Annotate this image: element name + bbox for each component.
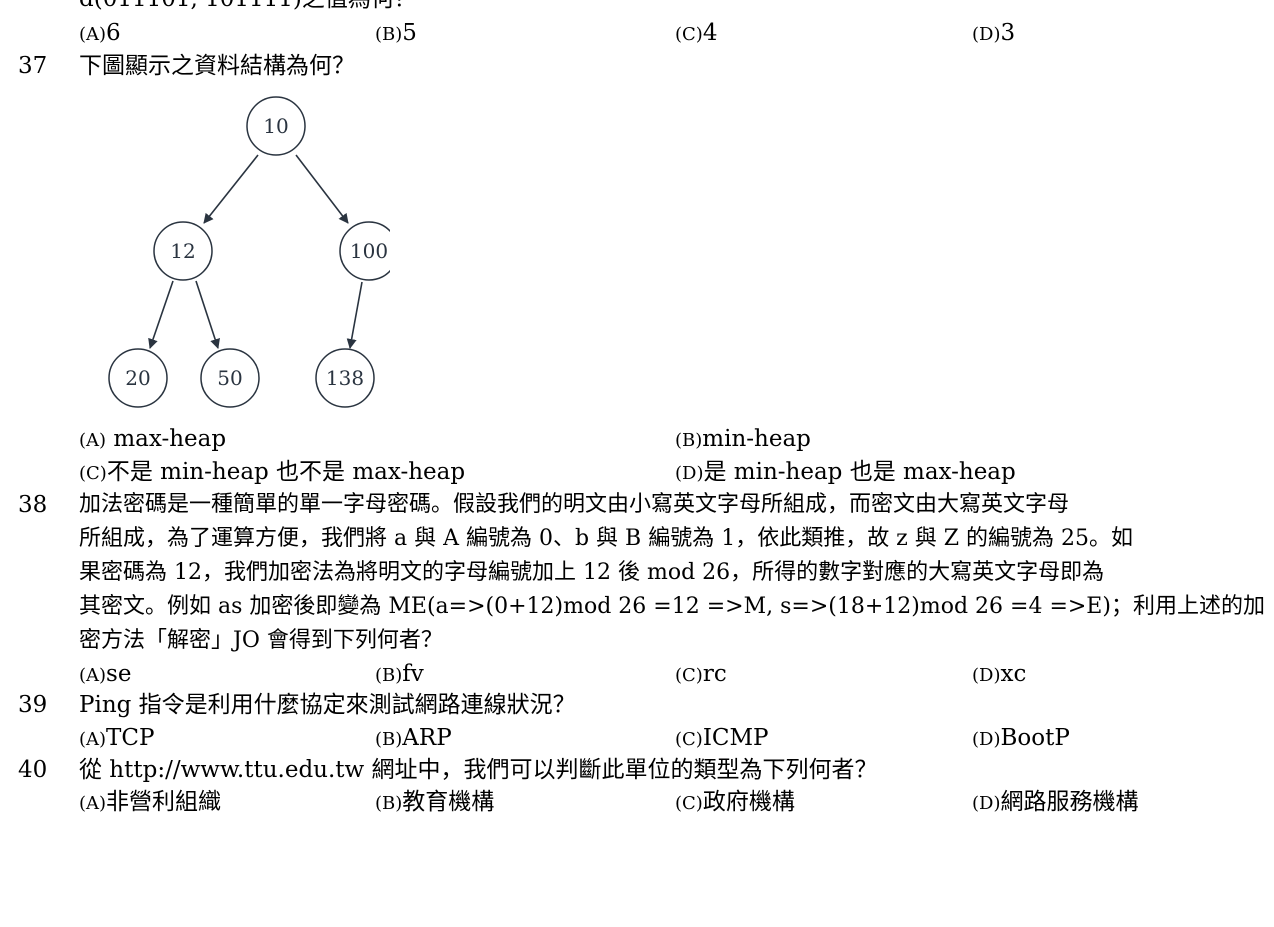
question-38-option-a[interactable]: (A)se <box>79 661 132 687</box>
node-label-left-left: 20 <box>125 366 150 390</box>
question-40-stem: 從 http://www.ttu.edu.tw 網址中，我們可以判斷此單位的類型… <box>79 757 878 783</box>
node-label-right-left: 138 <box>326 366 364 390</box>
question-39-option-d[interactable]: (D)BootP <box>972 725 1070 751</box>
question-40-option-b[interactable]: (B)教育機構 <box>375 789 495 815</box>
node-circle-left-right <box>200 348 260 408</box>
node-label-left: 12 <box>170 239 195 263</box>
question-37-stem: 下圖顯示之資料結構為何？ <box>79 53 355 79</box>
question-40-number: 40 <box>18 757 48 783</box>
edge-left-leftright <box>195 280 220 349</box>
question-39-stem: Ping 指令是利用什麼協定來測試網路連線狀況？ <box>79 692 576 718</box>
node-circle-right-left <box>315 348 375 408</box>
question-39-option-b[interactable]: (B)ARP <box>375 725 452 751</box>
question-36-option-d[interactable]: (D)3 <box>972 20 1016 46</box>
question-39-option-c[interactable]: (C)ICMP <box>675 725 769 751</box>
node-circle-right <box>339 221 390 281</box>
edge-right-rightleft <box>346 281 363 349</box>
question-40-option-a[interactable]: (A)非營利組織 <box>79 789 222 815</box>
question-37-option-a[interactable]: (A) max-heap <box>79 426 227 452</box>
question-37-option-c[interactable]: (C)不是 min-heap 也不是 max-heap <box>79 459 466 485</box>
question-39-option-a[interactable]: (A)TCP <box>79 725 155 751</box>
edge-root-right <box>295 154 349 224</box>
node-label-right: 100 <box>350 239 388 263</box>
question-37-option-b[interactable]: (B)min-heap <box>675 426 811 452</box>
question-38-option-c[interactable]: (C)rc <box>675 661 727 687</box>
question-40-option-d[interactable]: (D)網路服務機構 <box>972 789 1139 815</box>
question-38-stem-line-1: 加法密碼是一種簡單的單一字母密碼。假設我們的明文由小寫英文字母所組成，而密文由大… <box>79 492 1070 517</box>
question-38-option-b[interactable]: (B)fv <box>375 661 424 687</box>
question-36-option-b[interactable]: (B)5 <box>375 20 417 46</box>
node-circle-left <box>153 221 213 281</box>
question-37-option-d[interactable]: (D)是 min-heap 也是 max-heap <box>675 459 1016 485</box>
question-36-option-a[interactable]: (A)6 <box>79 20 121 46</box>
question-38-stem-line-2: 所組成，為了運算方便，我們將 a 與 A 編號為 0、b 與 B 編號為 1，依… <box>79 526 1134 551</box>
question-36-stem-cut: d(011101, 101111)之值為何？ <box>79 0 417 11</box>
question-37-number: 37 <box>18 53 48 79</box>
question-38-number: 38 <box>18 492 48 518</box>
question-36-option-c[interactable]: (C)4 <box>675 20 718 46</box>
node-label-left-right: 50 <box>217 366 242 390</box>
question-38-option-d[interactable]: (D)xc <box>972 661 1027 687</box>
question-38-stem-line-4: 其密文。例如 as 加密後即變為 ME(a=>(0+12)mod 26 =12 … <box>79 594 1265 619</box>
edge-root-left <box>203 154 259 224</box>
question-38-stem-line-5: 密方法「解密」JO 會得到下列何者？ <box>79 628 443 653</box>
question-40-option-c[interactable]: (C)政府機構 <box>675 789 795 815</box>
question-38-stem-line-3: 果密碼為 12，我們加密法為將明文的字母編號加上 12 後 mod 26，所得的… <box>79 560 1105 585</box>
binary-tree-diagram: 10 12 100 20 50 138 <box>108 96 390 408</box>
node-circle-left-left <box>108 348 168 408</box>
node-label-root: 10 <box>263 114 288 138</box>
question-39-number: 39 <box>18 692 48 718</box>
edge-left-leftleft <box>148 280 174 349</box>
node-circle-root <box>246 96 306 156</box>
